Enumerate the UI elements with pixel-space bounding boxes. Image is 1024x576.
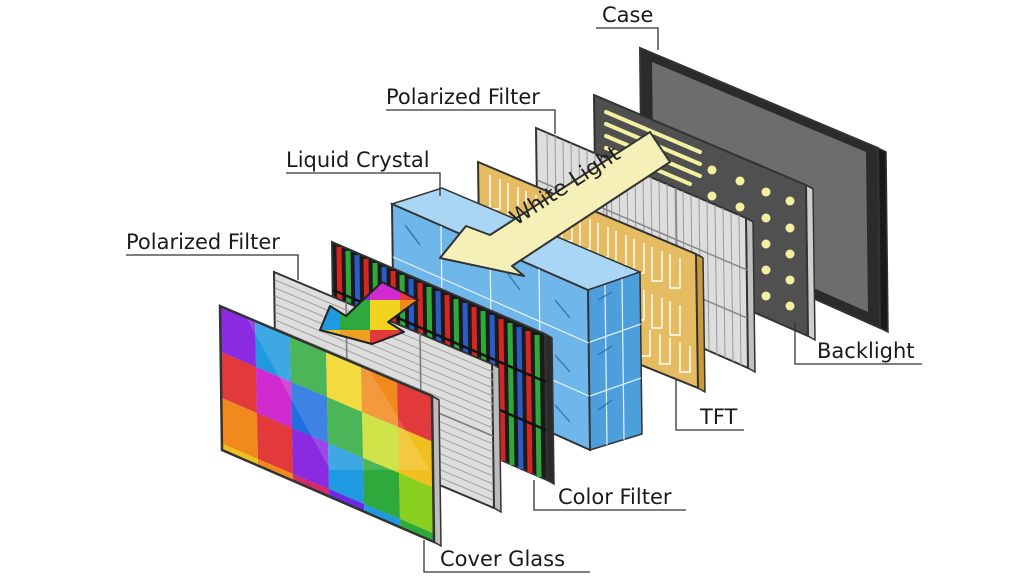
label-color-filter-text: Color Filter xyxy=(558,485,672,509)
label-backlight: Backlight xyxy=(794,322,922,365)
label-liquid-crystal: Liquid Crystal xyxy=(286,148,441,196)
label-polarized-filter-back-text: Polarized Filter xyxy=(386,85,540,109)
label-tft: TFT xyxy=(675,380,744,431)
label-cover-glass-text: Cover Glass xyxy=(440,547,565,571)
label-polarized-filter-front-text: Polarized Filter xyxy=(126,230,280,254)
label-polarized-filter-front: Polarized Filter xyxy=(126,230,299,280)
label-polarized-filter-back: Polarized Filter xyxy=(386,85,556,134)
label-case-text: Case xyxy=(602,3,653,27)
label-liquid-crystal-text: Liquid Crystal xyxy=(286,148,430,172)
label-cover-glass: Cover Glass xyxy=(423,540,590,573)
label-backlight-text: Backlight xyxy=(817,339,915,363)
label-case: Case xyxy=(596,3,659,50)
label-color-filter: Color Filter xyxy=(533,480,686,511)
label-tft-text: TFT xyxy=(699,405,738,429)
